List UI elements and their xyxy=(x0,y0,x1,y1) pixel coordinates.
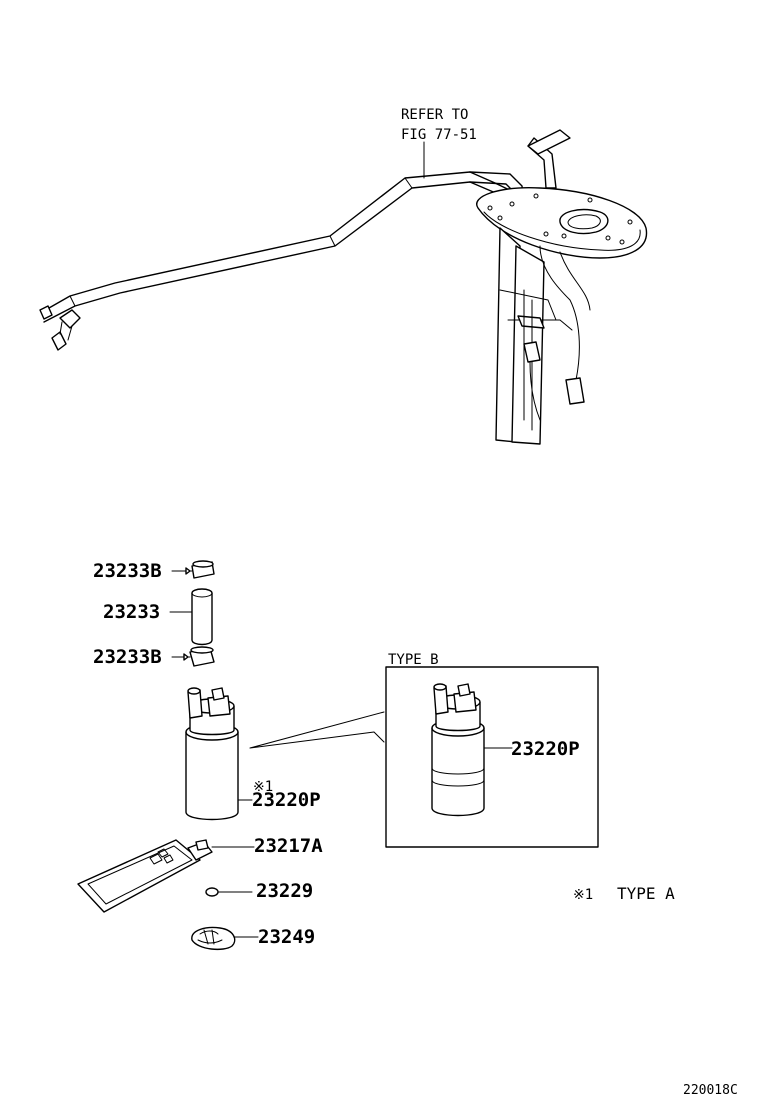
fuel-pump-bracket xyxy=(423,129,648,445)
type-b-callout-pointer xyxy=(249,711,385,749)
part-23233b-bottom-label: 23233B xyxy=(93,646,162,668)
fuel-hose xyxy=(169,588,213,646)
part-23233b-top-label: 23233B xyxy=(93,560,162,582)
refer-note-line2: FIG 77-51 xyxy=(401,127,477,143)
hose-clamp-top xyxy=(171,560,215,579)
type-b-label: TYPE B xyxy=(388,652,439,668)
legend-marker: ※1 xyxy=(573,887,593,903)
part-23233-label: 23233 xyxy=(103,601,160,623)
fuel-pump-type-b xyxy=(431,683,513,817)
fuel-pump-main xyxy=(185,687,253,821)
ring-23229 xyxy=(205,887,253,897)
hose-clamp-bottom xyxy=(171,646,215,667)
figure-id: 220018C xyxy=(683,1083,738,1098)
fuel-suction-filter xyxy=(77,839,255,913)
type-b-box xyxy=(385,666,599,848)
part-23249-label: 23249 xyxy=(258,926,315,948)
part-23229-label: 23229 xyxy=(256,880,313,902)
fuel-tube-assembly xyxy=(39,171,525,351)
part-23220p-main-label: 23220P xyxy=(252,789,321,811)
part-23220p-typeb-label: 23220P xyxy=(511,738,580,760)
note-marker-type-a: ※1 xyxy=(253,779,273,795)
refer-note-line1: REFER TO xyxy=(401,107,468,123)
cushion-23249 xyxy=(191,926,259,951)
legend-type-a: TYPE A xyxy=(617,884,675,903)
part-23217a-label: 23217A xyxy=(254,835,323,857)
